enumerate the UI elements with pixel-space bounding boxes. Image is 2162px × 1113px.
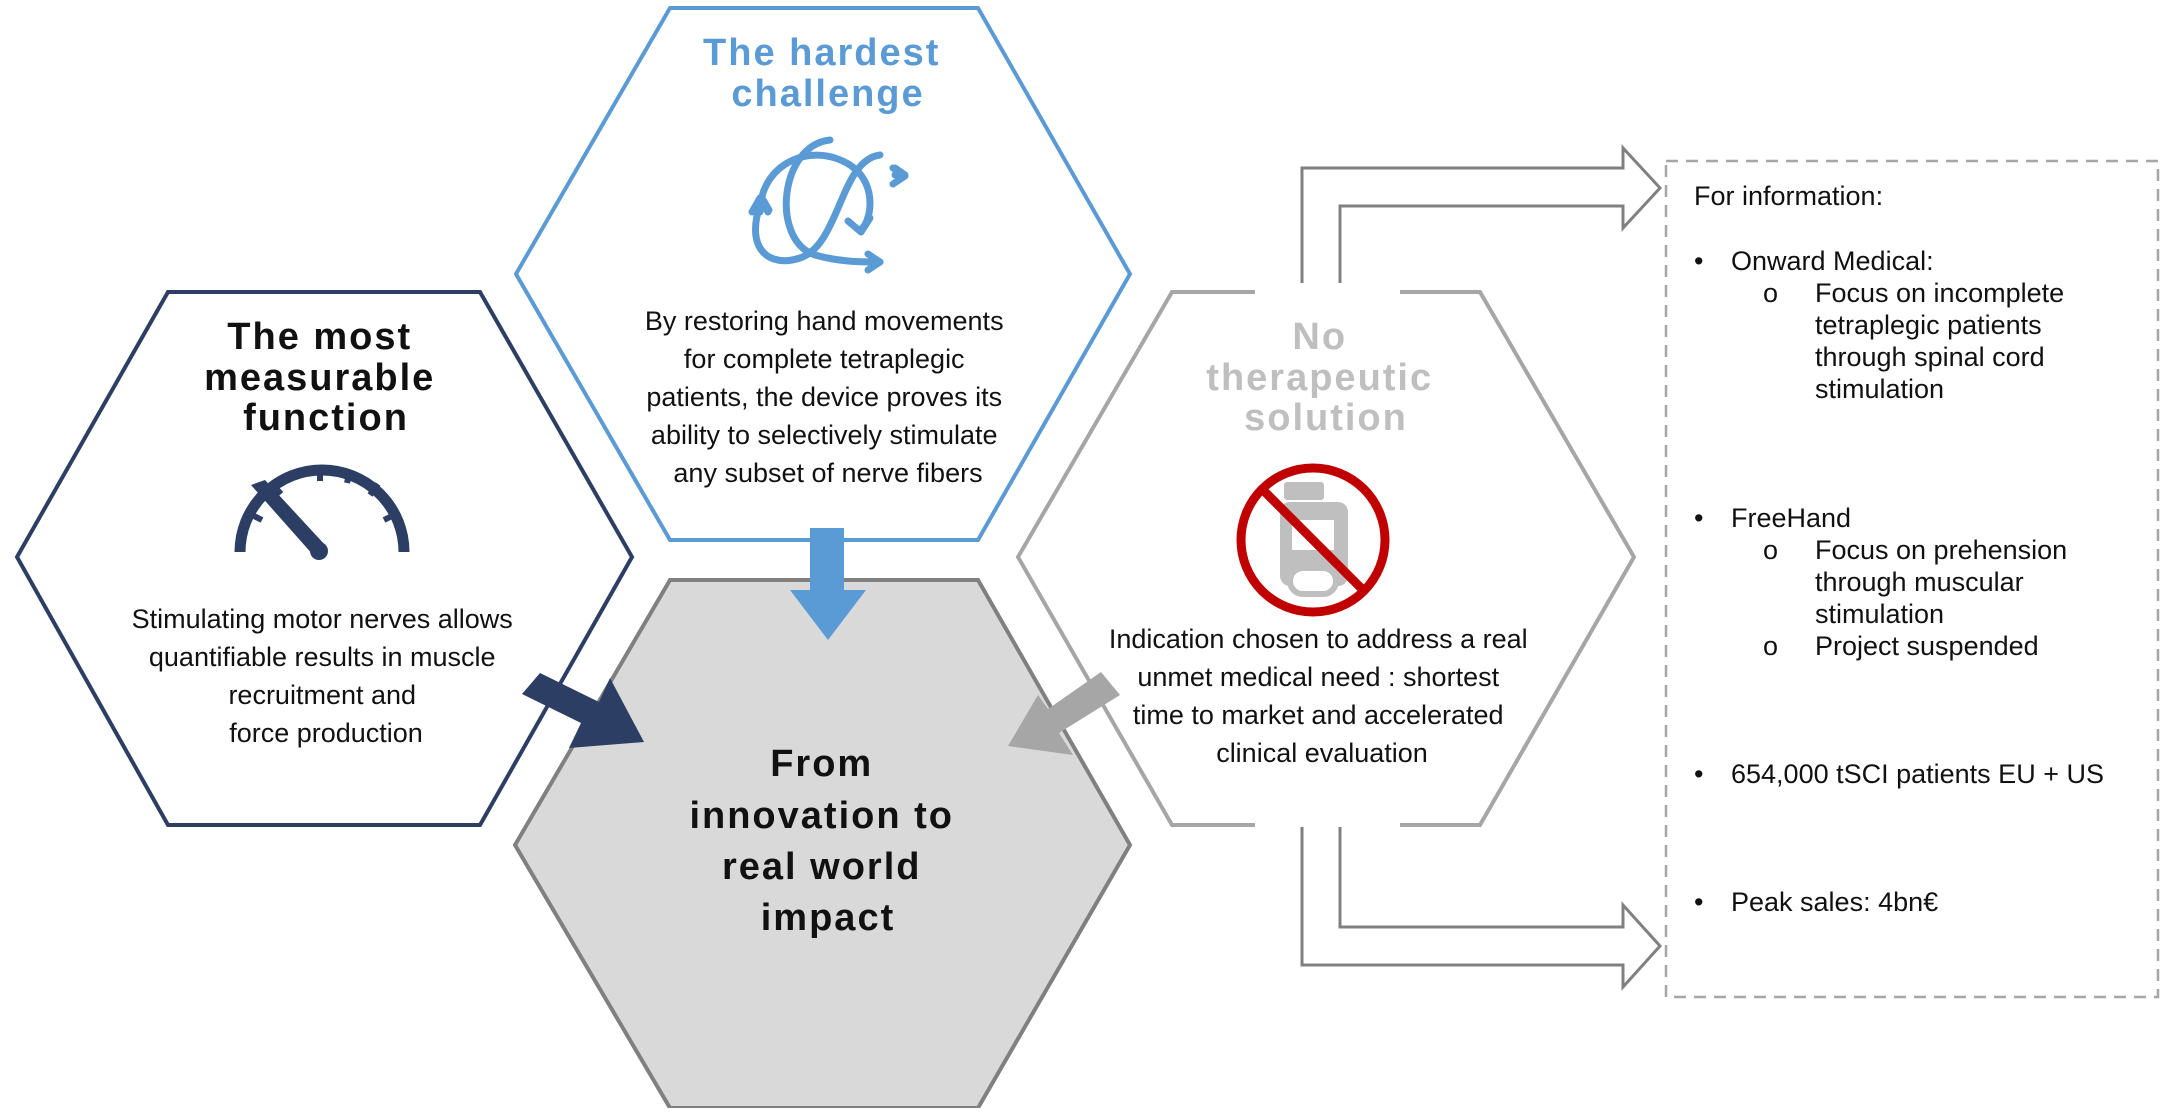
info-item-freehand-detail: Focus on prehension through muscular sti… [1815, 535, 2075, 629]
info-sub-bullet: o [1763, 631, 1778, 661]
left-arrow-to-center [522, 673, 644, 748]
top-title: The hardest challenge [703, 32, 953, 115]
info-box-border [1664, 159, 2160, 999]
right-title: No therapeutic solution [1206, 316, 1445, 439]
lower-connector-arrow [1300, 827, 1663, 991]
center-hexagon-shape [512, 578, 1133, 1110]
right-hexagon: No therapeutic solution Indication chose… [1015, 284, 1637, 832]
info-box: For information: • Onward Medical: o Foc… [1664, 159, 2160, 999]
info-item-onward: Onward Medical: [1731, 246, 1934, 276]
info-item-freehand-status: Project suspended [1815, 631, 2039, 661]
info-bullet: • [1694, 759, 1703, 789]
connector-arrows [1300, 144, 1663, 991]
left-hexagon-shape [14, 290, 635, 827]
right-arrow-to-center [1008, 672, 1120, 755]
info-sub-bullet: o [1763, 278, 1778, 308]
top-description: By restoring hand movements for complete… [645, 306, 1011, 488]
info-sub-bullet: o [1763, 535, 1778, 565]
info-item-freehand: FreeHand [1731, 503, 1851, 533]
info-bullet: • [1694, 887, 1703, 917]
info-item-patients: 654,000 tSCI patients EU + US [1731, 759, 2104, 789]
info-item-onward-detail: Focus on incomplete tetraplegic patients… [1815, 278, 2072, 404]
upper-connector-arrow [1300, 144, 1663, 283]
info-item-sales: Peak sales: 4bn€ [1731, 887, 1938, 917]
top-down-arrow [790, 528, 866, 640]
no-medication-icon [1236, 463, 1390, 617]
top-hexagon-shape [513, 6, 1133, 542]
info-heading: For information: [1694, 181, 1883, 211]
center-title: From innovation to real world impact [689, 743, 966, 939]
info-bullet: • [1694, 246, 1703, 276]
right-description: Indication chosen to address a real unme… [1109, 624, 1535, 768]
info-bullet: • [1694, 503, 1703, 533]
left-description: Stimulating motor nerves allows quantifi… [132, 604, 521, 748]
center-hexagon: From innovation to real world impact [512, 578, 1133, 1110]
top-hexagon: The hardest challenge By restoring hand … [513, 6, 1133, 542]
left-hexagon: The most measurable function Stimulating… [14, 290, 635, 827]
tangled-arrows-icon [748, 136, 909, 274]
left-title: The most measurable function [204, 316, 448, 439]
speedometer-icon [234, 464, 410, 560]
